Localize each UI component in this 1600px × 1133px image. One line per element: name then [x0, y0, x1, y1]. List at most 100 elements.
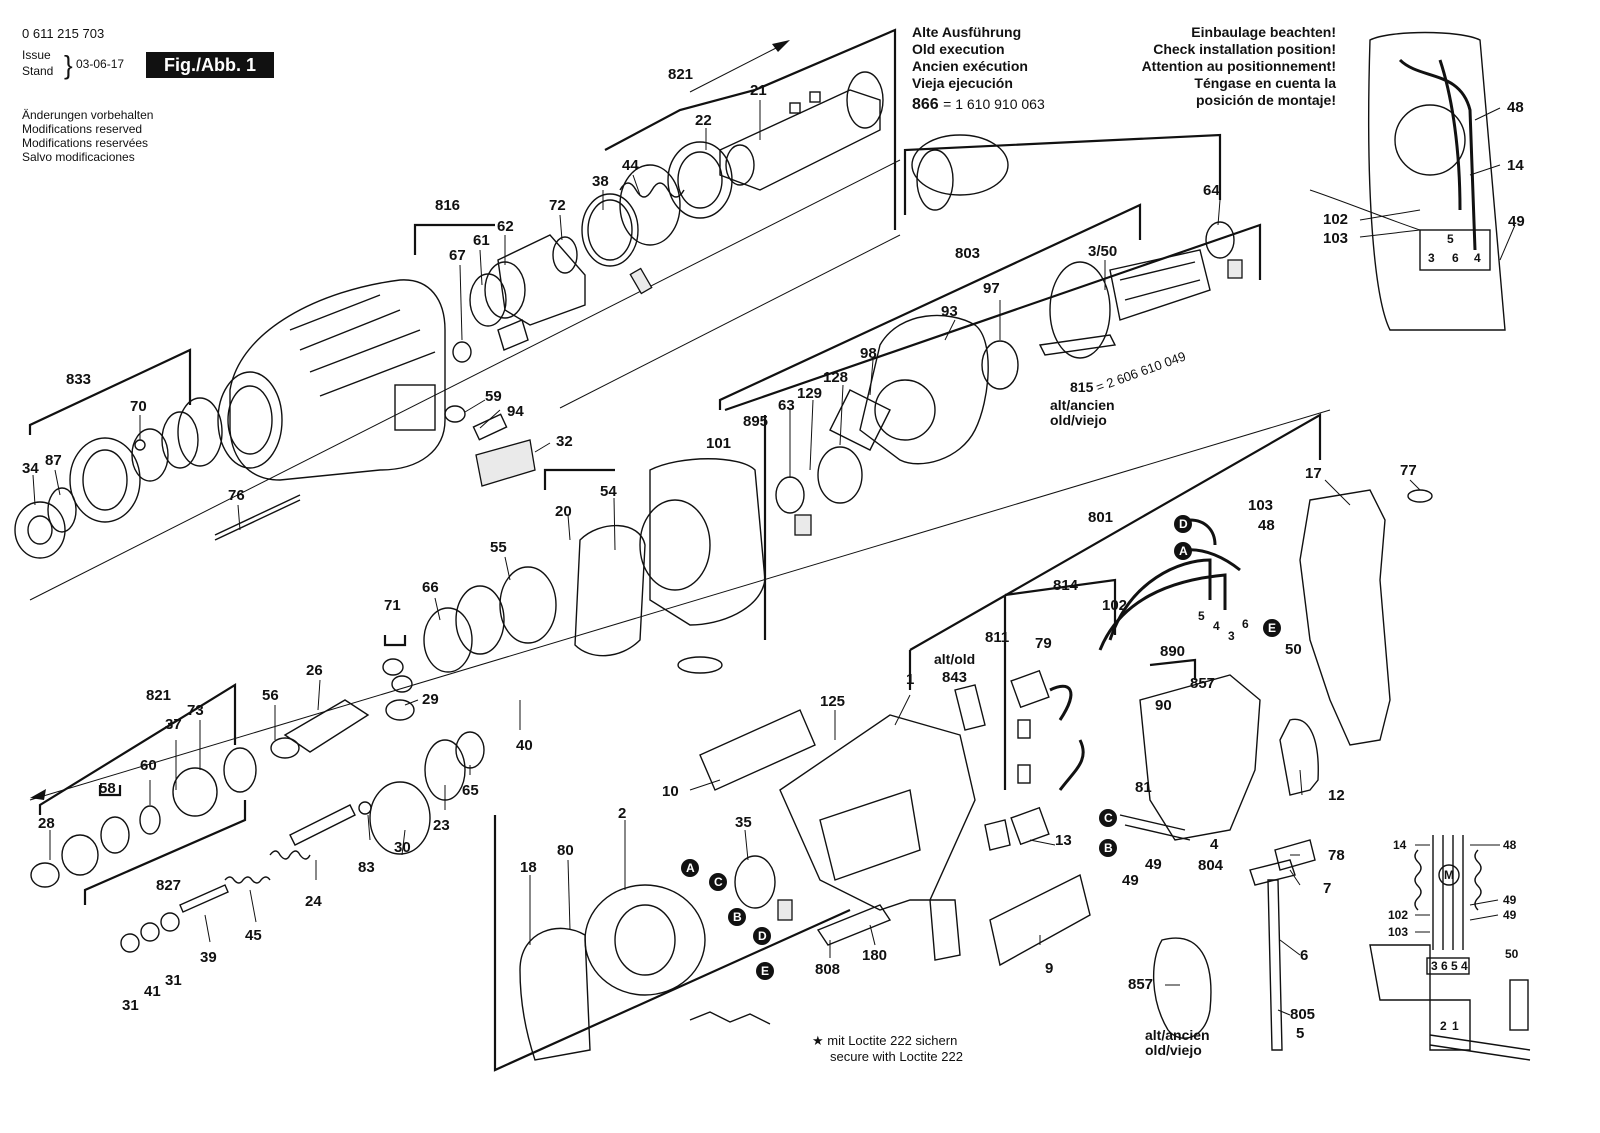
- motor-symbol: M: [1444, 868, 1454, 882]
- install-es-2: posición de montaje!: [1195, 92, 1336, 108]
- callout-66: 66: [422, 579, 439, 596]
- callout-59: 59: [485, 388, 502, 405]
- callout-48-inset: 48: [1507, 99, 1524, 116]
- housing-group: [519, 489, 1433, 1061]
- armature-ref-number: 815: [1070, 379, 1094, 395]
- old-exec-es: Vieja ejecución: [912, 75, 1013, 91]
- callout-13: 13: [1055, 832, 1072, 849]
- callout-77: 77: [1400, 462, 1417, 479]
- callout-843: 843: [942, 669, 967, 686]
- callout-37: 37: [165, 716, 182, 733]
- figure-label: Fig./Abb. 1: [146, 52, 274, 78]
- callout-31-right: 31: [165, 972, 182, 989]
- callout-90: 90: [1155, 697, 1172, 714]
- issue-label: Issue: [22, 48, 51, 62]
- schematic-terminal-1: 1: [1452, 1019, 1459, 1033]
- install-inset-group: [1309, 31, 1506, 331]
- motor-group: [270, 134, 1243, 759]
- callout-56: 56: [262, 687, 279, 704]
- wire-markers: D A E C B A C B D E: [681, 515, 1281, 980]
- callout-81: 81: [1135, 779, 1152, 796]
- spindle-group: [30, 731, 485, 953]
- callout-64: 64: [1203, 182, 1220, 199]
- loctite-note-en: secure with Loctite 222: [830, 1049, 963, 1064]
- callout-18: 18: [520, 859, 537, 876]
- schematic-terminal-5: 5: [1451, 959, 1458, 973]
- callout-814: 814: [1053, 577, 1079, 594]
- callout-40: 40: [516, 737, 533, 754]
- callout-50-schematic: 50: [1505, 947, 1519, 961]
- callout-67: 67: [449, 247, 466, 264]
- callout-6: 6: [1300, 947, 1308, 964]
- marker-d-1: D: [1179, 517, 1188, 531]
- callout-102-upper: 102: [1102, 597, 1127, 614]
- callout-38: 38: [592, 173, 609, 190]
- old-exec-en: Old execution: [912, 41, 1005, 57]
- callout-103-upper: 103: [1248, 497, 1273, 514]
- marker-a-2: A: [686, 861, 695, 875]
- switch-terminal-5: 5: [1447, 232, 1454, 246]
- install-de: Einbaulage beachten!: [1191, 24, 1336, 40]
- schematic-terminal-3: 3: [1431, 959, 1438, 973]
- callout-811: 811: [985, 629, 1009, 646]
- callout-62: 62: [497, 218, 514, 235]
- old-exec-de: Alte Ausführung: [912, 24, 1022, 40]
- callout-79: 79: [1035, 635, 1052, 652]
- alt-note-armature-1: alt/ancien: [1050, 397, 1115, 413]
- terminal-labels: 5 4 3 6 3 6 5 4 3 6 5 4 2 1 M: [1198, 232, 1481, 1033]
- callout-17: 17: [1305, 465, 1322, 482]
- callout-21: 21: [750, 82, 767, 99]
- callout-80: 80: [557, 842, 574, 859]
- alt-old-label: alt/old: [934, 651, 975, 667]
- callout-41: 41: [144, 983, 161, 1000]
- old-exec-part-ref: 866: [912, 96, 939, 113]
- callout-857-upper: 857: [1190, 675, 1215, 692]
- callout-821-bottom: 821: [146, 687, 171, 704]
- callout-12: 12: [1328, 787, 1345, 804]
- callout-804: 804: [1198, 857, 1224, 874]
- callout-827: 827: [156, 877, 181, 894]
- callout-60: 60: [140, 757, 157, 774]
- callout-28: 28: [38, 815, 55, 832]
- callout-71: 71: [384, 597, 401, 614]
- modifications-en: Modifications reserved: [22, 122, 143, 136]
- old-execution-note: Alte Ausführung Old execution Ancien exé…: [912, 24, 1045, 114]
- install-en: Check installation position!: [1153, 41, 1336, 57]
- tool-holder-group: [469, 71, 884, 351]
- wiring-schematic: [1369, 835, 1531, 1061]
- callout-32: 32: [556, 433, 573, 450]
- old-exec-part: 866 = 1 610 910 063: [912, 96, 1045, 114]
- callout-65: 65: [462, 782, 479, 799]
- modifications-de: Änderungen vorbehalten: [22, 108, 154, 122]
- callout-125: 125: [820, 693, 845, 710]
- callout-70: 70: [130, 398, 147, 415]
- marker-a-1: A: [1179, 544, 1188, 558]
- callout-26: 26: [306, 662, 323, 679]
- modifications-es: Salvo modificaciones: [22, 150, 135, 164]
- callout-803: 803: [955, 245, 980, 262]
- callout-49-schematic-lower: 49: [1503, 908, 1517, 922]
- callout-72: 72: [549, 197, 566, 214]
- callout-14-inset: 14: [1507, 157, 1524, 174]
- marker-c-2: C: [714, 875, 723, 889]
- old-exec-part-value: = 1 610 910 063: [943, 96, 1045, 112]
- callout-14-schematic: 14: [1393, 838, 1407, 852]
- callout-801: 801: [1088, 509, 1113, 526]
- callout-34: 34: [22, 460, 39, 477]
- callout-808: 808: [815, 961, 840, 978]
- schematic-terminal-6: 6: [1441, 959, 1448, 973]
- callout-29: 29: [422, 691, 439, 708]
- wires-group: [1049, 518, 1241, 791]
- issue-date: 03-06-17: [76, 57, 125, 71]
- gear-housing-group: [14, 279, 536, 559]
- callout-890: 890: [1160, 643, 1185, 660]
- callout-1: 1: [906, 671, 914, 688]
- schematic-terminal-2: 2: [1440, 1019, 1447, 1033]
- modifications-note: Änderungen vorbehalten Modifications res…: [22, 108, 153, 164]
- callout-102-inset: 102: [1323, 211, 1348, 228]
- callout-48-schematic: 48: [1503, 838, 1517, 852]
- callout-821-top: 821: [668, 66, 693, 83]
- loctite-note-de: ★ mit Loctite 222 sichern: [812, 1033, 957, 1048]
- callout-73: 73: [187, 702, 204, 719]
